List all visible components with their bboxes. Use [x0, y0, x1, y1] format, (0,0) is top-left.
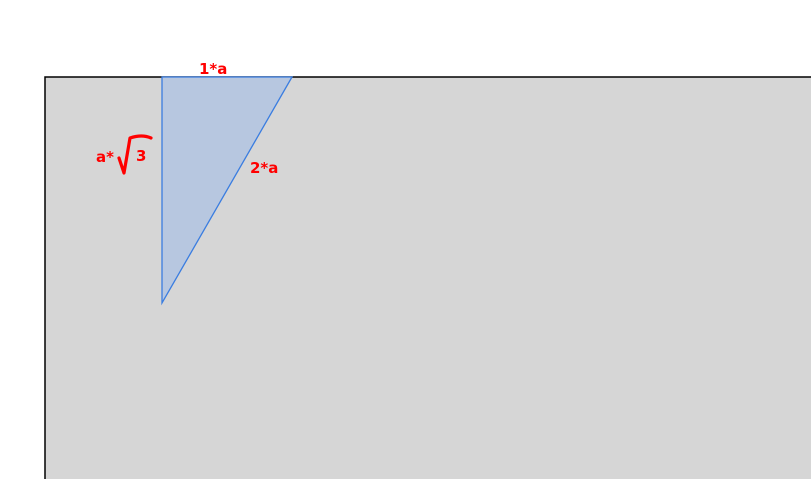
label-top-side: 1*a [199, 60, 227, 78]
label-vertical-prefix: a* [96, 148, 114, 166]
label-radicand: 3 [136, 147, 146, 165]
label-hypotenuse: 2*a [250, 159, 278, 177]
sqrt-symbol [117, 134, 153, 175]
drawing-area [44, 76, 811, 479]
label-vertical-side: a* 3 [96, 134, 153, 175]
right-triangle[interactable] [161, 76, 294, 306]
